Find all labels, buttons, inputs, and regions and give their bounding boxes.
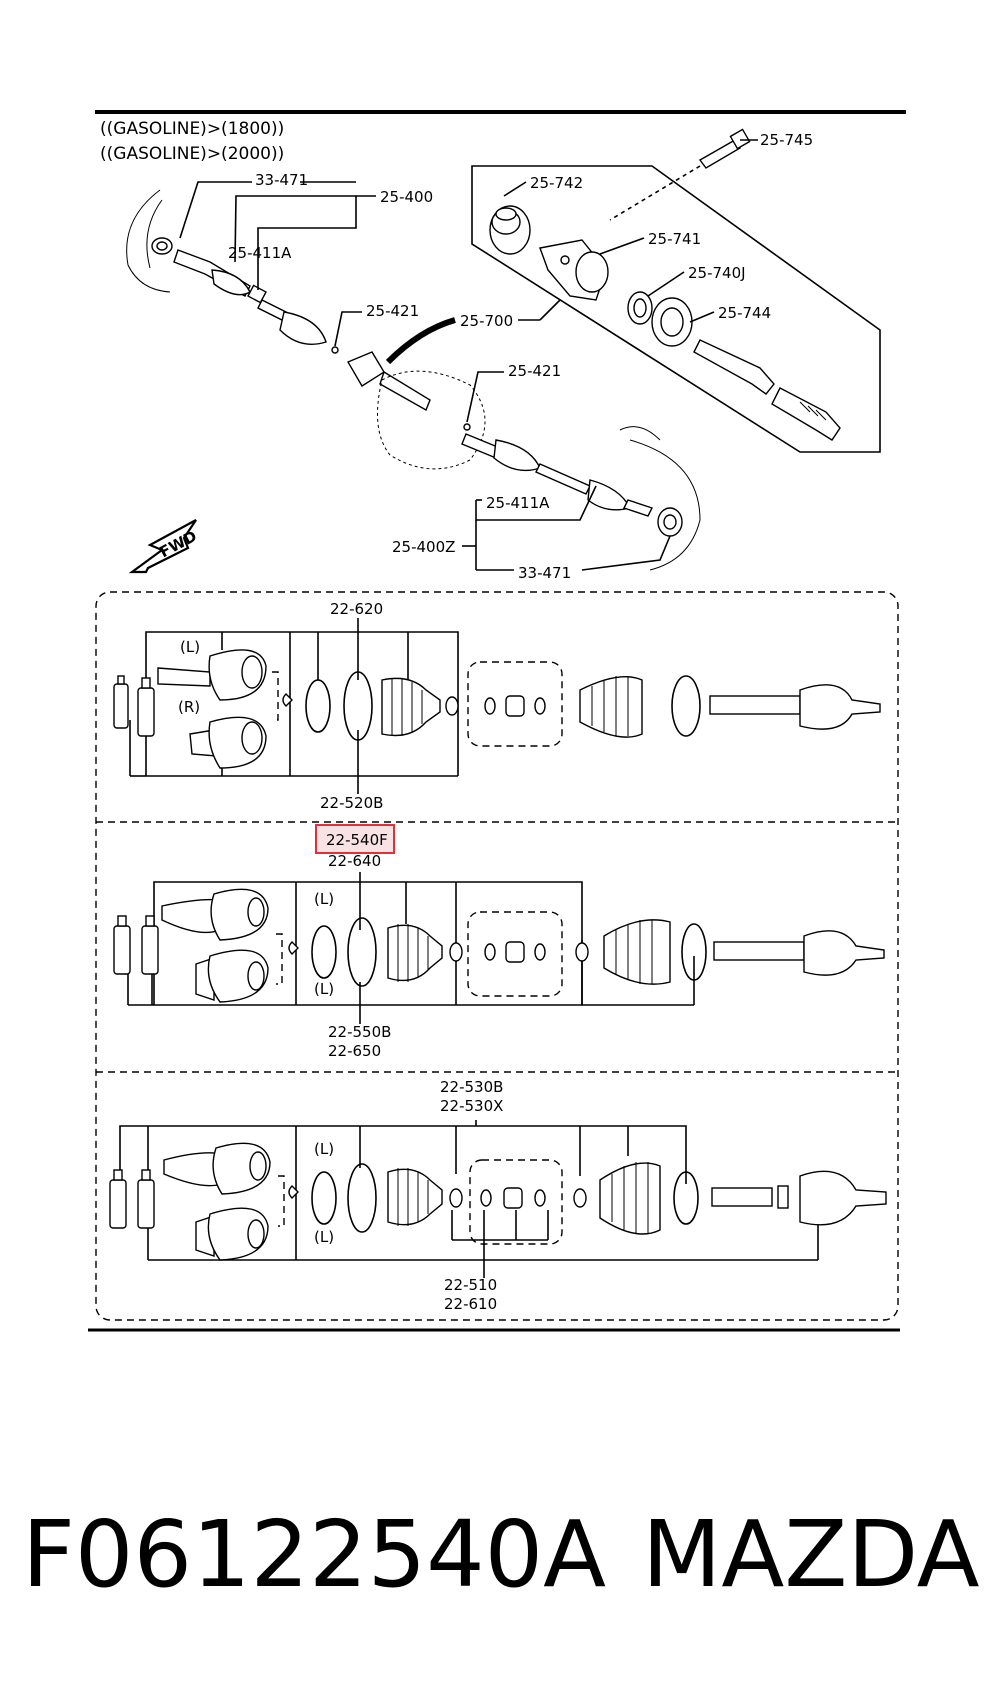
label-33-471-bottom: 33-471 bbox=[518, 564, 571, 582]
label-side-l-row3a: (L) bbox=[314, 1140, 334, 1158]
variant-row-2: 22-540F 22-640 22-550B 22-650 (L) (L) bbox=[113, 824, 885, 1060]
label-25-400z: 25-400Z bbox=[392, 538, 455, 556]
label-25-411a-top: 25-411A bbox=[228, 244, 292, 262]
label-25-421-b: 25-421 bbox=[508, 362, 561, 380]
label-22-610: 22-610 bbox=[444, 1295, 497, 1313]
variant-row-3: 22-530B 22-530X 22-510 22-610 (L) bbox=[109, 1078, 887, 1313]
label-22-530x: 22-530X bbox=[440, 1097, 503, 1115]
label-side-r-row1: (R) bbox=[178, 698, 200, 716]
part-25-741 bbox=[539, 239, 609, 301]
label-25-741: 25-741 bbox=[648, 230, 701, 248]
top-callouts: 25-745 25-742 25-741 25-740J 25-744 25-7… bbox=[179, 131, 813, 582]
label-22-550b: 22-550B bbox=[328, 1023, 391, 1041]
label-25-745: 25-745 bbox=[760, 131, 813, 149]
label-side-l-row3b: (L) bbox=[314, 1228, 334, 1246]
variants-panel bbox=[95, 591, 899, 1321]
label-25-740j: 25-740J bbox=[688, 264, 746, 282]
part-25-744 bbox=[651, 297, 693, 347]
label-25-744: 25-744 bbox=[718, 304, 771, 322]
label-25-700: 25-700 bbox=[460, 312, 513, 330]
header-line-2: ((GASOLINE)>(2000)) bbox=[100, 144, 284, 164]
part-25-742 bbox=[489, 205, 531, 255]
caption: F06122540A MAZDA bbox=[0, 1500, 991, 1610]
label-22-620: 22-620 bbox=[330, 600, 383, 618]
part-number: F06122540A bbox=[22, 1501, 607, 1608]
label-side-l-row2a: (L) bbox=[314, 890, 334, 908]
label-25-742: 25-742 bbox=[530, 174, 583, 192]
part-25-745 bbox=[698, 128, 751, 169]
label-22-540f: 22-540F bbox=[326, 831, 388, 849]
label-22-530b: 22-530B bbox=[440, 1078, 503, 1096]
part-25-740j bbox=[627, 291, 653, 325]
label-25-400: 25-400 bbox=[380, 188, 433, 206]
intermediate-shaft-box bbox=[471, 128, 881, 453]
highlight-22-540f bbox=[315, 824, 395, 854]
drive-shaft-assembly-view bbox=[126, 189, 701, 571]
label-25-411a-bottom: 25-411A bbox=[486, 494, 550, 512]
label-33-471-top: 33-471 bbox=[255, 171, 308, 189]
label-25-421-a: 25-421 bbox=[366, 302, 419, 320]
label-22-510: 22-510 bbox=[444, 1276, 497, 1294]
variant-row-1: 22-620 22-520B (L) (R) bbox=[113, 600, 881, 812]
fwd-arrow-icon: FWD bbox=[128, 519, 200, 574]
label-22-520b: 22-520B bbox=[320, 794, 383, 812]
label-side-l-row1: (L) bbox=[180, 638, 200, 656]
label-side-l-row2b: (L) bbox=[314, 980, 334, 998]
label-22-650: 22-650 bbox=[328, 1042, 381, 1060]
brand-name: MAZDA bbox=[642, 1501, 980, 1608]
label-22-640: 22-640 bbox=[328, 852, 381, 870]
header-line-1: ((GASOLINE)>(1800)) bbox=[100, 119, 284, 139]
